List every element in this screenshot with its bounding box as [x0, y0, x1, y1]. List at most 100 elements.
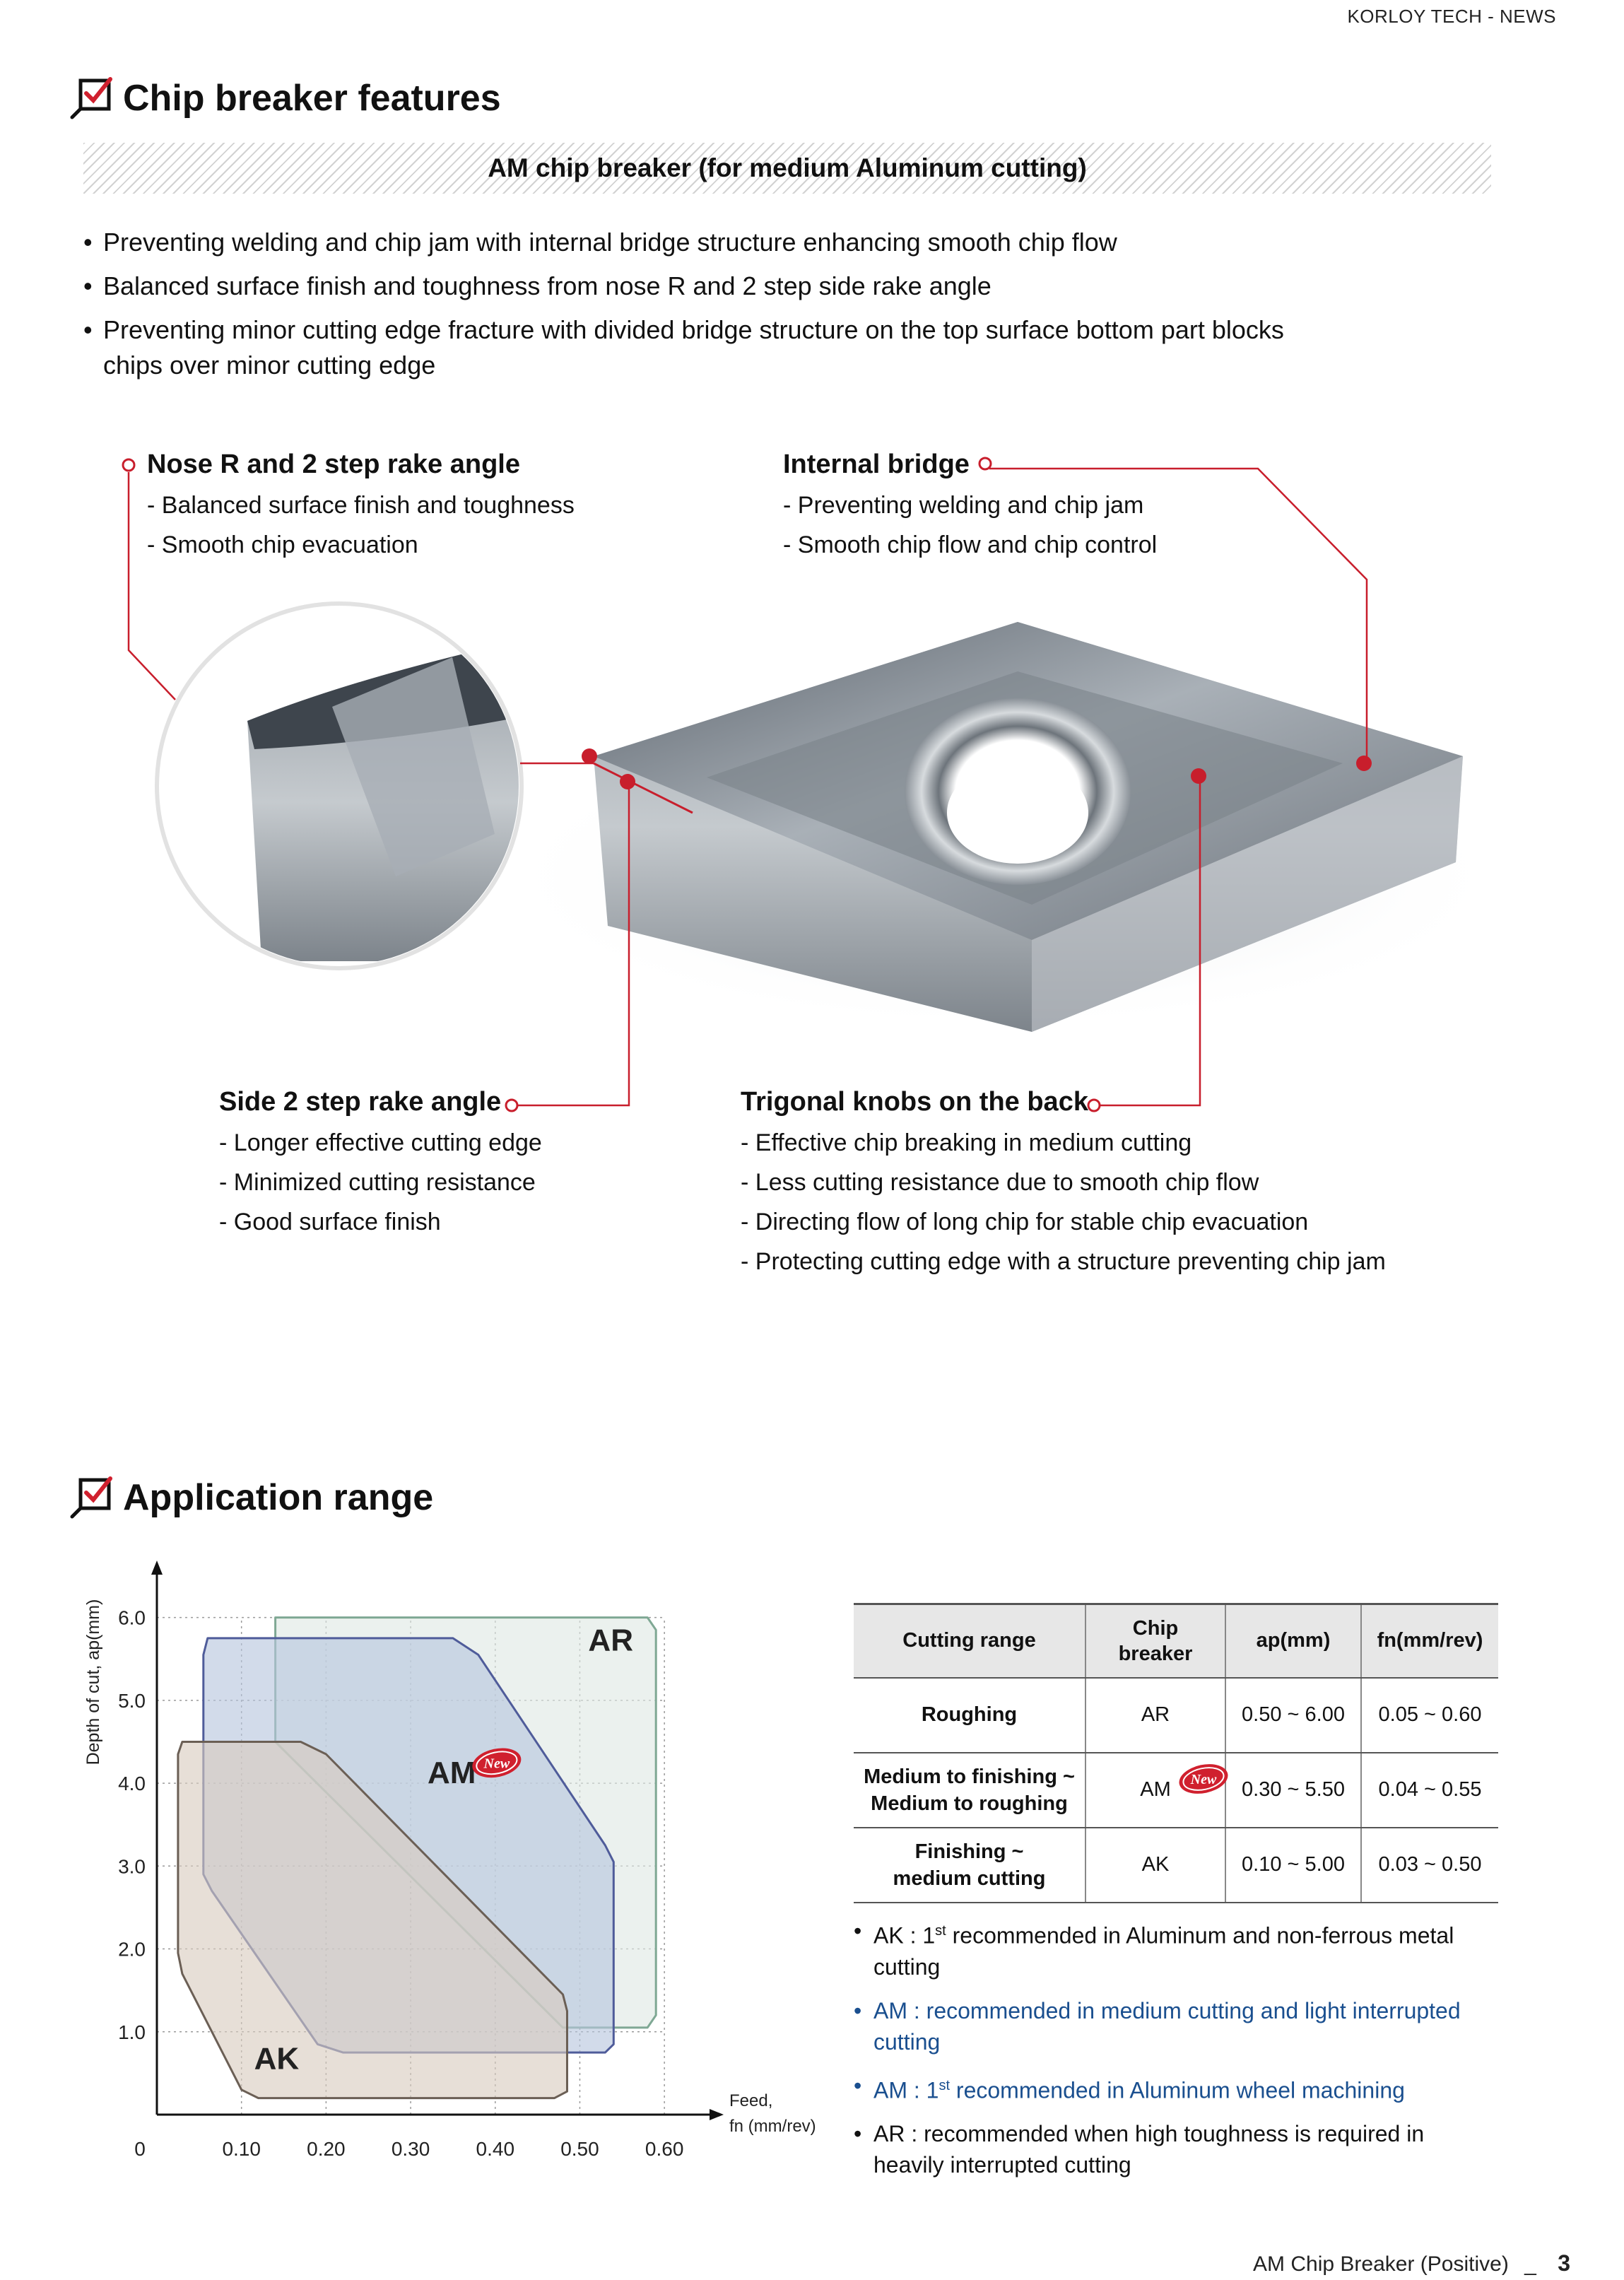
page-number: 3: [1558, 2250, 1570, 2276]
cell-range-line: medium cutting: [893, 1867, 1046, 1890]
cell-range-line: Finishing ~: [914, 1840, 1024, 1863]
cell-breaker: AM New: [1085, 1752, 1228, 1828]
cell-breaker: AK: [1085, 1827, 1225, 1903]
feature-trigonal-knobs: Trigonal knobs on the back Effective chi…: [741, 1087, 1386, 1281]
cell-range: Roughing: [854, 1677, 1085, 1753]
section-title-text: Application range: [123, 1477, 434, 1518]
x-tick-label: 0.10: [222, 2138, 261, 2160]
chart-areas: [177, 1616, 657, 2100]
feature-item: Directing flow of long chip for stable c…: [741, 1202, 1386, 1242]
y-tick-label: 1.0: [118, 2021, 146, 2043]
header-fn: fn(mm/rev): [1360, 1603, 1498, 1679]
feature-title: Trigonal knobs on the back: [741, 1087, 1088, 1117]
origin-label: 0: [134, 2138, 146, 2160]
series-labels: AR AM AK New: [254, 1623, 633, 2076]
table-row: Medium to finishing ~ Medium to roughing…: [854, 1752, 1498, 1828]
series-label-ak: AK: [254, 2042, 300, 2076]
section-title-application-range: Application range: [69, 1476, 433, 1520]
cell-fn: 0.04 ~ 0.55: [1360, 1752, 1498, 1828]
series-label-am: AM: [428, 1756, 476, 1790]
insert-facet: [1032, 756, 1463, 1032]
feature-internal-bridge: Internal bridge Preventing welding and c…: [783, 449, 1157, 565]
new-badge-icon: New: [1179, 1763, 1228, 1794]
chart-tick-labels: 0.10 0.20 0.30 0.40 0.50 0.60 1.0 2.0 3.0 4.0 5.0 6…: [118, 1607, 683, 2160]
breaker-label: AM: [1140, 1778, 1171, 1801]
badge-ring: [476, 1751, 518, 1775]
chart-axes: [151, 1561, 724, 2120]
y-axis-label: Depth of cut, ap(mm): [83, 1599, 103, 1765]
insert-illustration: [122, 457, 1512, 1112]
series-label-ar: AR: [588, 1623, 633, 1658]
feature-item: Less cutting resistance due to smooth ch…: [741, 1163, 1386, 1202]
note-item: AM : 1st recommended in Aluminum wheel m…: [854, 2070, 1490, 2106]
cell-ap: 0.10 ~ 5.00: [1225, 1827, 1361, 1903]
banner-text: AM chip breaker (for medium Aluminum cut…: [488, 153, 1087, 182]
feature-item: Effective chip breaking in medium cuttin…: [741, 1123, 1386, 1163]
cell-ap: 0.30 ~ 5.50: [1225, 1752, 1361, 1828]
cell-range-line: Medium to roughing: [871, 1792, 1068, 1815]
feature-side-rake: Side 2 step rake angle Longer effective …: [219, 1087, 542, 1242]
cell-breaker: AR: [1085, 1677, 1225, 1753]
y-tick-label: 3.0: [118, 1855, 146, 1877]
x-tick-label: 0.50: [560, 2138, 599, 2160]
table-row: Finishing ~ medium cutting AK 0.10 ~ 5.0…: [854, 1827, 1498, 1903]
footer-separator: _: [1524, 2252, 1536, 2276]
header-ap: ap(mm): [1225, 1603, 1361, 1679]
checkbox-icon: [70, 77, 112, 119]
badge-text: New: [483, 1756, 510, 1771]
bullet-item: Preventing minor cutting edge fracture w…: [83, 312, 1348, 383]
table-row: Roughing AR 0.50 ~ 6.00 0.05 ~ 0.60: [854, 1677, 1498, 1753]
feature-title: Side 2 step rake angle: [219, 1087, 502, 1117]
y-tick-label: 6.0: [118, 1607, 146, 1629]
page-footer: AM Chip Breaker (Positive) _ 3: [1253, 2250, 1570, 2276]
header-tag: KORLOY TECH - NEWS: [1347, 6, 1556, 27]
insert-hole-opening: [947, 762, 1088, 864]
cell-fn: 0.05 ~ 0.60: [1360, 1677, 1498, 1753]
feature-item: Good surface finish: [219, 1202, 542, 1242]
feature-item: Minimized cutting resistance: [219, 1163, 542, 1202]
cell-range: Medium to finishing ~ Medium to roughing: [854, 1752, 1085, 1828]
badge-text: New: [1190, 1772, 1217, 1787]
x-axis-label: Feed,: [729, 2091, 772, 2110]
recommendation-notes: AK : 1st recommended in Aluminum and non…: [854, 1915, 1490, 2193]
table-header-row: Cutting range Chip breaker ap(mm) fn(mm/…: [854, 1603, 1498, 1679]
x-axis-arrow: [710, 2109, 724, 2120]
header-cutting-range: Cutting range: [854, 1603, 1085, 1679]
x-tick-label: 0.20: [307, 2138, 346, 2160]
cell-ap: 0.50 ~ 6.00: [1225, 1677, 1361, 1753]
section-title-chip-breaker: Chip breaker features: [69, 76, 501, 120]
feature-item: Longer effective cutting edge: [219, 1123, 542, 1163]
cell-range-line: Medium to finishing ~: [864, 1765, 1075, 1788]
feature-item: Preventing welding and chip jam: [783, 486, 1157, 525]
cell-fn: 0.03 ~ 0.50: [1360, 1827, 1498, 1903]
feature-bullets: Preventing welding and chip jam with int…: [83, 225, 1426, 392]
feature-title: Nose R and 2 step rake angle: [147, 449, 520, 479]
application-table: Cutting range Chip breaker ap(mm) fn(mm/…: [854, 1603, 1498, 1903]
note-item: AR : recommended when high toughness is …: [854, 2118, 1490, 2180]
x-tick-label: 0.30: [392, 2138, 430, 2160]
cell-range: Finishing ~ medium cutting: [854, 1827, 1085, 1903]
header-chip-breaker: Chip breaker: [1085, 1603, 1225, 1679]
feature-title: Internal bridge: [783, 449, 970, 479]
note-item: AM : recommended in medium cutting and l…: [854, 1995, 1490, 2057]
footer-title: AM Chip Breaker (Positive): [1253, 2252, 1509, 2276]
feature-item: Smooth chip flow and chip control: [783, 525, 1157, 565]
y-tick-label: 5.0: [118, 1690, 146, 1712]
chart-new-badge-icon: New: [472, 1748, 522, 1778]
x-tick-label: 0.60: [645, 2138, 684, 2160]
note-item: AK : 1st recommended in Aluminum and non…: [854, 1915, 1490, 1982]
chip-breaker-banner: AM chip breaker (for medium Aluminum cut…: [83, 143, 1491, 194]
application-range-chart: 0.10 0.20 0.30 0.40 0.50 0.60 1.0 2.0 3.0 4.0 5.0 6…: [83, 1561, 816, 2160]
y-tick-label: 4.0: [118, 1773, 146, 1794]
section-title-text: Chip breaker features: [123, 78, 501, 119]
bullet-item: Balanced surface finish and toughness fr…: [83, 269, 1426, 304]
bullet-item: Preventing welding and chip jam with int…: [83, 225, 1426, 260]
feature-item: Balanced surface finish and toughness: [147, 486, 575, 525]
y-axis-arrow: [151, 1561, 163, 1575]
x-axis-unit: fn (mm/rev): [729, 2117, 816, 2136]
x-tick-label: 0.40: [476, 2138, 515, 2160]
y-tick-label: 2.0: [118, 1939, 146, 1961]
feature-item: Protecting cutting edge with a structure…: [741, 1242, 1386, 1281]
range-area-ak: [177, 1741, 568, 2100]
checkbox-icon: [70, 1476, 112, 1519]
